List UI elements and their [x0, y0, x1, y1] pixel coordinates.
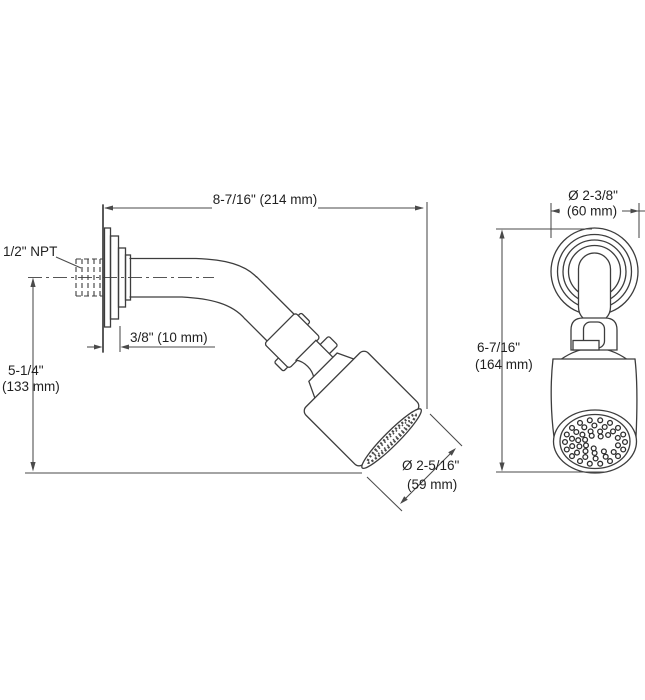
nozzle-dot	[597, 460, 604, 467]
nozzle-dot	[620, 446, 627, 453]
width-dimension: 8-7/16" (214 mm)	[104, 192, 428, 409]
nozzle-dot	[606, 419, 614, 426]
nozzle-dot	[568, 424, 576, 431]
nozzle-dot	[605, 431, 612, 439]
nozzle-dot	[573, 449, 581, 456]
nozzle-dot	[600, 448, 607, 455]
nozzle-dot	[576, 458, 584, 465]
face-diameter-label-mm: (59 mm)	[407, 477, 457, 492]
shower-arm-side	[129, 257, 258, 320]
nozzle-dot	[610, 448, 617, 456]
front-view: Ø 2-3/8" (60 mm) 6-7/16" (164 mm)	[475, 188, 645, 474]
swivel-notch	[572, 339, 600, 351]
nozzle-dot	[568, 435, 576, 442]
escutcheon-side	[103, 227, 132, 328]
nozzle-dot	[586, 417, 593, 424]
nozzle-dot	[614, 434, 621, 441]
nozzle-dot	[609, 428, 617, 435]
offset-dimension: 3/8" (10 mm)	[87, 326, 215, 352]
drop-height-dimension: 5-1/4" (133 mm)	[2, 277, 362, 474]
nozzle-dot	[581, 424, 588, 431]
nozzle-dot	[582, 442, 590, 449]
arm-tube-edge	[244, 318, 270, 344]
nozzle-dot	[563, 446, 570, 453]
nozzle-dot	[582, 436, 589, 443]
nozzle-dot	[597, 428, 604, 435]
spray-face-knurl	[373, 420, 411, 458]
nozzle-dot	[561, 438, 569, 446]
offset-dimension-label: 3/8" (10 mm)	[130, 330, 208, 345]
spray-face-edge	[361, 408, 422, 469]
thread-label: 1/2" NPT	[3, 244, 57, 259]
nozzle-dot	[576, 419, 584, 426]
nozzle-dot	[606, 458, 614, 465]
shower-arm-front	[577, 252, 612, 324]
npt-threads	[75, 258, 103, 297]
nozzle-dot	[582, 453, 589, 461]
nozzle-dot	[563, 431, 570, 438]
nozzle-dot	[597, 433, 604, 440]
spray-face-knurl	[366, 413, 418, 465]
nozzle-dot	[573, 428, 580, 436]
nozzle-dot	[586, 460, 593, 467]
nozzle-dot	[582, 448, 589, 455]
nozzle-dot	[588, 432, 595, 439]
nozzle-dot	[614, 453, 622, 460]
showerhead-side-assembly	[244, 275, 422, 469]
flange-diameter-dimension: Ø 2-3/8" (60 mm)	[550, 188, 645, 238]
overall-height-label-mm: (164 mm)	[475, 357, 533, 372]
nozzle-dot	[590, 445, 597, 452]
width-dimension-label: 8-7/16" (214 mm)	[213, 192, 318, 207]
thread-callout: 1/2" NPT	[3, 244, 82, 269]
flange-diameter-label-mm: (60 mm)	[567, 204, 617, 219]
nozzle-dot	[576, 443, 583, 450]
drop-height-label-mm: (133 mm)	[2, 379, 60, 394]
nozzle-dot	[569, 443, 576, 450]
drop-height-label-in: 5-1/4"	[8, 363, 44, 378]
side-view: 8-7/16" (214 mm) 1/2" NPT 3/8" (10 mm) 5…	[2, 192, 463, 512]
face-diameter-label-in: Ø 2-5/16"	[402, 458, 460, 473]
nozzle-dot	[579, 431, 586, 438]
nozzle-dot	[575, 437, 582, 444]
nozzle-dot	[591, 422, 598, 429]
nozzle-dot	[568, 453, 576, 460]
flange-diameter-label-in: Ø 2-3/8"	[568, 188, 618, 203]
nozzle-dot	[614, 442, 622, 449]
overall-height-label-in: 6-7/16"	[477, 340, 520, 355]
arm-tube-edge	[255, 275, 297, 317]
nozzle-dot	[614, 424, 622, 431]
nozzle-dot	[621, 438, 629, 446]
face-spray-nozzles	[561, 417, 629, 467]
nozzle-dot	[602, 453, 609, 460]
nozzle-dot	[597, 417, 604, 424]
nozzle-dot	[592, 455, 599, 462]
nozzle-dot	[601, 423, 608, 431]
nozzle-dot	[620, 431, 627, 438]
overall-height-dimension: 6-7/16" (164 mm)	[475, 229, 607, 473]
face-diameter-dimension: Ø 2-5/16" (59 mm)	[366, 413, 463, 512]
